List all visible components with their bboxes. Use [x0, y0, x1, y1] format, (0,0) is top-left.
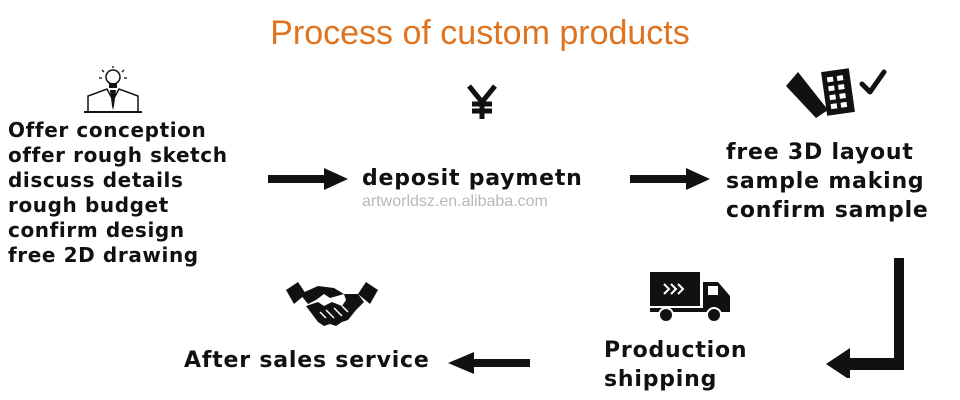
step4-line: shipping: [604, 367, 718, 392]
step5-label: After sales service: [184, 348, 430, 373]
step1-line: Offer conception: [8, 118, 207, 142]
watermark: artworldsz.en.alibaba.com: [362, 193, 548, 210]
arrow-left-icon: [448, 352, 530, 374]
arrow-right-icon: [630, 168, 710, 190]
step1-line: rough budget: [8, 193, 169, 217]
lightbulb-person-icon: [82, 66, 144, 118]
step1-text: Offer conception offer rough sketch disc…: [8, 118, 228, 268]
step4-line: Production: [604, 338, 748, 363]
step1-line: offer rough sketch: [8, 143, 228, 167]
step3-text: free 3D layout sample making confirm sam…: [726, 138, 929, 225]
step4-text: Production shipping: [604, 336, 747, 394]
page-title: Process of custom products: [270, 14, 690, 52]
step3-line: free 3D layout: [726, 140, 914, 165]
step3-line: sample making: [726, 169, 925, 194]
arrow-down-left-icon: [818, 258, 908, 378]
arrow-right-icon: [268, 168, 348, 190]
step3-line: confirm sample: [726, 198, 929, 223]
truck-icon: [648, 270, 732, 324]
step1-line: confirm design: [8, 218, 185, 242]
layout-check-icon: [784, 66, 888, 118]
step1-line: discuss details: [8, 168, 184, 192]
yen-icon: [464, 84, 500, 120]
handshake-icon: [284, 280, 380, 332]
step1-line: free 2D drawing: [8, 243, 199, 267]
step2-label: deposit paymetn: [362, 166, 583, 191]
